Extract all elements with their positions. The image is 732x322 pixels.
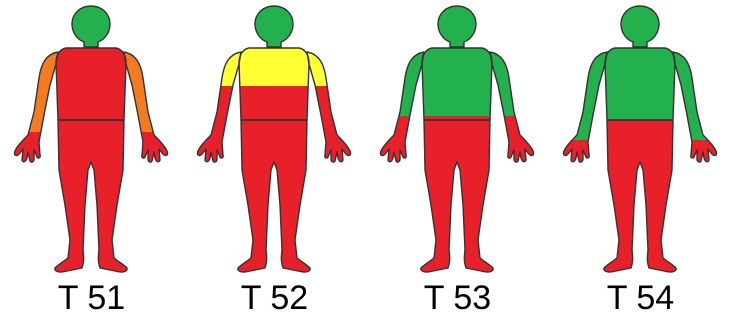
body-figure-t52: T 52 bbox=[183, 0, 366, 322]
figure-label: T 53 bbox=[366, 278, 549, 318]
body-figure-t54: T 54 bbox=[549, 0, 732, 322]
figure-label: T 51 bbox=[0, 278, 183, 318]
body-silhouette bbox=[366, 0, 549, 322]
figure-label: T 54 bbox=[549, 278, 732, 318]
head-region bbox=[255, 6, 293, 47]
figure-label: T 52 bbox=[183, 278, 366, 318]
body-silhouette bbox=[0, 0, 183, 322]
head-region bbox=[72, 6, 110, 47]
body-figure-t53: T 53 bbox=[366, 0, 549, 322]
head-region bbox=[621, 6, 659, 47]
head-region bbox=[438, 6, 476, 47]
body-silhouette bbox=[183, 0, 366, 322]
body-silhouette bbox=[549, 0, 732, 322]
lower-region bbox=[14, 48, 167, 272]
body-figure-t51: T 51 bbox=[0, 0, 183, 322]
